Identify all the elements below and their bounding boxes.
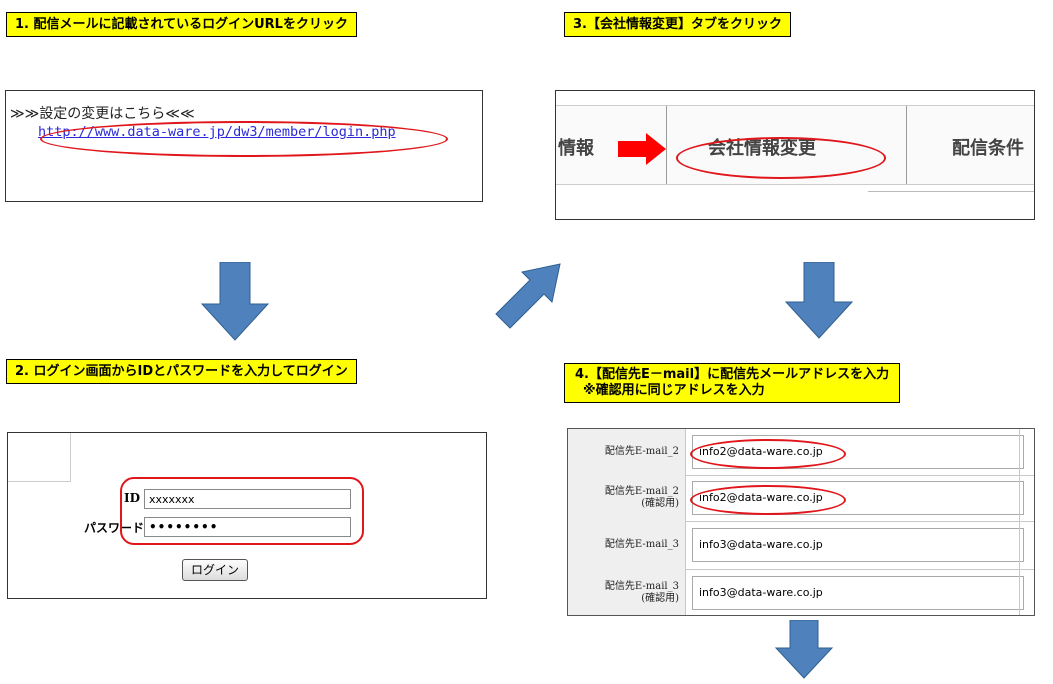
email-2-confirm-input[interactable]: info2@data-ware.co.jp <box>692 481 1024 515</box>
step2-label: 2. ログイン画面からIDとパスワードを入力してログイン <box>6 359 357 384</box>
mail-field-label: 配信先E-mail_3 (確認用) <box>568 569 686 615</box>
id-label: ID <box>123 491 140 505</box>
email-2-input[interactable]: info2@data-ware.co.jp <box>692 435 1024 469</box>
login-button[interactable]: ログイン <box>182 559 248 581</box>
password-label: パスワード <box>83 521 144 535</box>
tab-info[interactable]: 情報 <box>558 138 594 159</box>
login-panel: ID xxxxxxx パスワード •••••••• ログイン <box>7 432 487 599</box>
mail-form-panel: 配信先E-mail_2 info2@data-ware.co.jp 配信先E-m… <box>567 428 1035 616</box>
down-arrow-icon <box>784 262 854 340</box>
tab-company-info-change[interactable]: 会社情報変更 <box>708 138 816 159</box>
step1-label: 1. 配信メールに記載されているログインURLをクリック <box>6 12 357 37</box>
email-3-input[interactable]: info3@data-ware.co.jp <box>692 528 1024 562</box>
table-cell <box>1019 569 1034 615</box>
divider <box>70 433 71 481</box>
email-panel: ≫≫設定の変更はこちら≪≪ http://www.data-ware.jp/dw… <box>5 90 483 202</box>
table-row: 配信先E-mail_2 (確認用) info2@data-ware.co.jp <box>568 475 1034 522</box>
tab-delivery-conditions[interactable]: 配信条件 <box>952 138 1024 159</box>
mail-label-text: 配信先E-mail_3 <box>604 581 679 592</box>
down-arrow-icon <box>774 620 834 680</box>
down-arrow-icon <box>200 262 270 342</box>
step4-label-line1: 4.【配信先E－mail】に配信先メールアドレスを入力 <box>575 367 890 382</box>
mail-label-sub: (確認用) <box>641 593 679 604</box>
table-row: 配信先E-mail_3 (確認用) info3@data-ware.co.jp <box>568 569 1034 615</box>
diagonal-arrow-icon <box>494 262 564 334</box>
mail-label-text: 配信先E-mail_2 <box>604 486 679 497</box>
tab-separator <box>666 106 667 184</box>
id-input[interactable]: xxxxxxx <box>144 489 351 509</box>
red-pointer-arrow-icon <box>618 133 666 165</box>
tab-separator <box>906 106 907 184</box>
step3-label: 3.【会社情報変更】タブをクリック <box>564 12 791 37</box>
email-3-confirm-input[interactable]: info3@data-ware.co.jp <box>692 576 1024 610</box>
divider <box>8 481 71 482</box>
divider <box>868 191 1034 192</box>
table-cell <box>1019 429 1034 475</box>
mail-field-label: 配信先E-mail_2 <box>568 429 686 475</box>
mail-label-sub: (確認用) <box>641 498 679 509</box>
table-cell <box>1019 475 1034 521</box>
table-row: 配信先E-mail_3 info3@data-ware.co.jp <box>568 521 1034 570</box>
email-heading: ≫≫設定の変更はこちら≪≪ <box>10 106 195 122</box>
mail-label-text: 配信先E-mail_2 <box>604 446 679 457</box>
step4-label-line2: ※確認用に同じアドレスを入力 <box>583 383 765 398</box>
password-input[interactable]: •••••••• <box>144 517 351 537</box>
table-cell <box>1019 521 1034 569</box>
login-url-link[interactable]: http://www.data-ware.jp/dw3/member/login… <box>38 124 396 140</box>
step4-label: 4.【配信先E－mail】に配信先メールアドレスを入力 ※確認用に同じアドレスを… <box>564 363 901 403</box>
tabs-panel: 情報 会社情報変更 配信条件 <box>555 90 1035 220</box>
mail-label-text: 配信先E-mail_3 <box>604 539 679 550</box>
table-row: 配信先E-mail_2 info2@data-ware.co.jp <box>568 429 1034 476</box>
mail-field-label: 配信先E-mail_2 (確認用) <box>568 475 686 521</box>
mail-field-label: 配信先E-mail_3 <box>568 521 686 569</box>
